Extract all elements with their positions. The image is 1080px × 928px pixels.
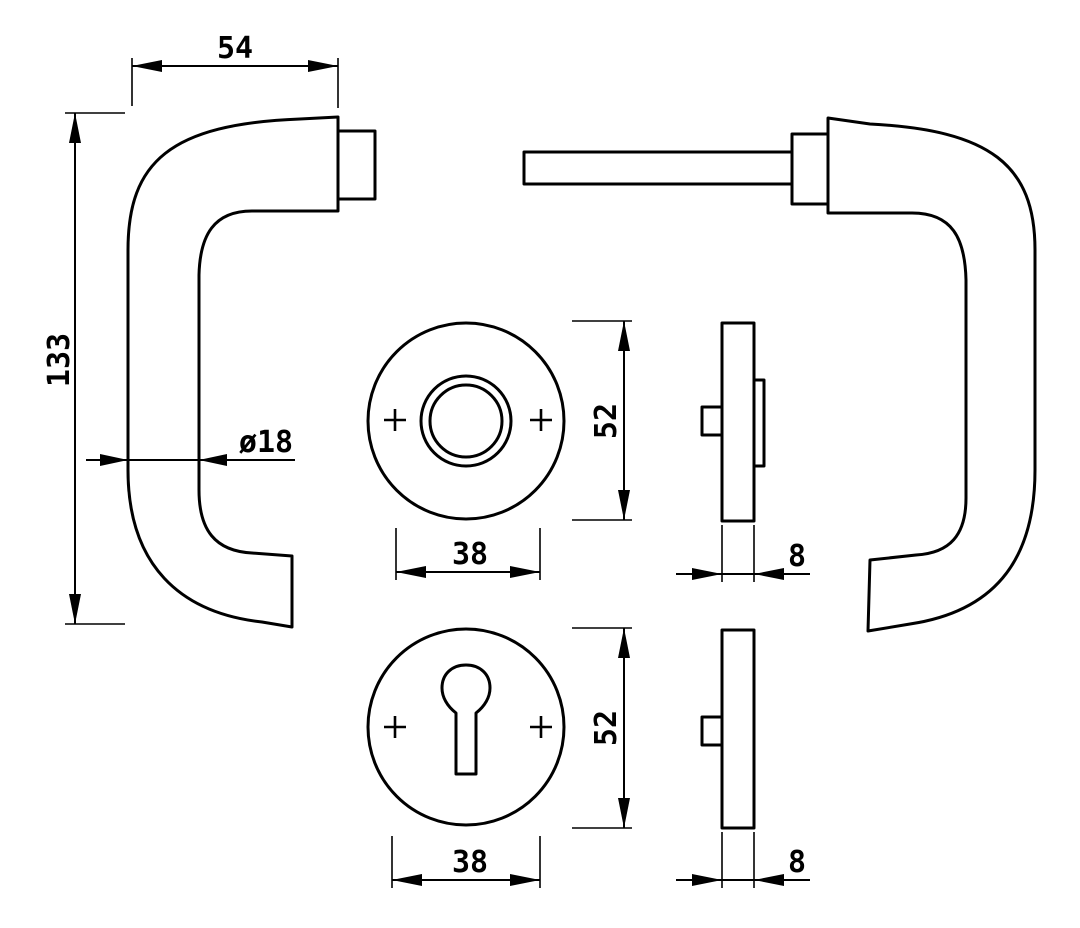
dimension-label-54: 54 (217, 31, 253, 66)
dimension-8-lower: 8 (676, 832, 810, 888)
dimension-133: 133 (42, 112, 125, 625)
dimension-8-upper: 8 (676, 525, 810, 582)
dimension-52-upper: 52 (572, 320, 632, 521)
dimension-label-38-upper: 38 (452, 537, 488, 572)
dimension-label-8-upper: 8 (788, 539, 806, 574)
left-lever-handle (126, 115, 377, 629)
dimension-38-lower: 38 (391, 836, 541, 888)
dimension-label-8-lower: 8 (788, 845, 806, 880)
dimension-label-diameter-18: ø18 (239, 425, 293, 460)
dimension-label-52-upper: 52 (589, 403, 624, 439)
dimension-label-133: 133 (42, 333, 77, 387)
right-lever-handle (522, 116, 1037, 633)
rose-front-view (366, 321, 566, 521)
rose-side-view (700, 321, 766, 523)
dimension-label-52-lower: 52 (589, 710, 624, 746)
dimension-diameter-18: ø18 (86, 425, 295, 466)
dimension-52-lower: 52 (572, 627, 632, 829)
dimension-38-upper: 38 (395, 528, 541, 580)
dimension-label-38-lower: 38 (452, 845, 488, 880)
escutcheon-front-view (366, 627, 566, 827)
escutcheon-side-view (700, 628, 756, 830)
dimension-54: 54 (131, 31, 339, 108)
